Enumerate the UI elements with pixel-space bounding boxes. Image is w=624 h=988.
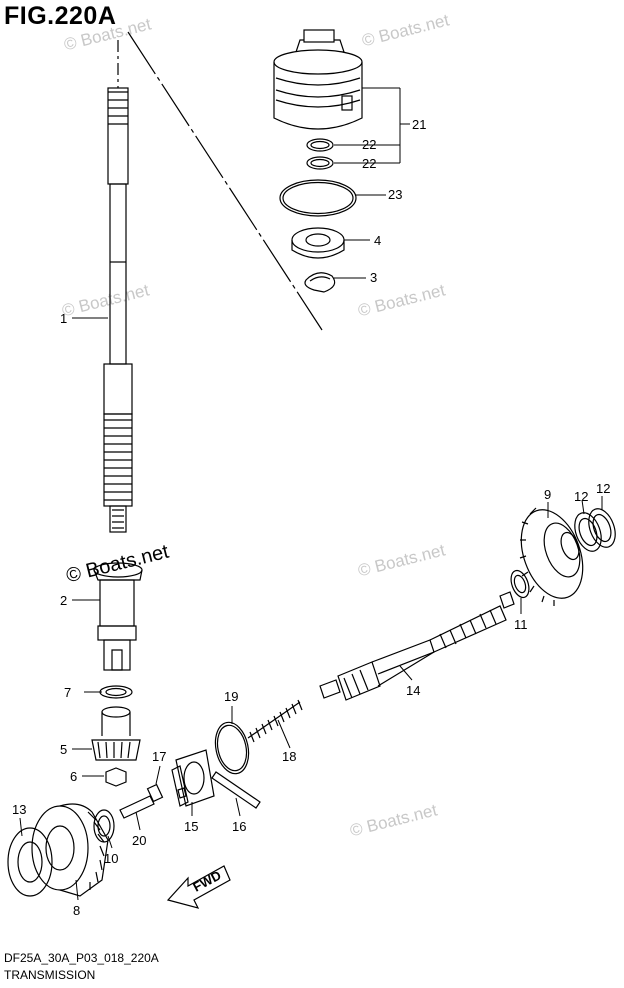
propeller-shaft-part-14	[319, 591, 515, 701]
shim-part-12-a	[574, 512, 602, 552]
sleeve-part-2	[93, 562, 143, 671]
washer-part-11	[510, 569, 530, 599]
figure-code: DF25A_30A_P03_018_220A	[4, 951, 159, 965]
callout-5: 5	[60, 742, 68, 757]
callout-23: 23	[388, 187, 403, 202]
spring-pin-part-17	[146, 783, 164, 803]
spring-part-18	[247, 701, 301, 739]
callout-22-b: 22	[362, 156, 377, 171]
callout-12-b: 12	[596, 481, 611, 496]
guide-line	[127, 31, 323, 331]
callout-19: 19	[224, 689, 239, 704]
bearing-part-4	[291, 227, 345, 259]
forward-gear-part-9	[519, 507, 584, 606]
callout-3: 3	[370, 270, 378, 285]
pump-case-part-21	[273, 29, 363, 130]
clutch-part-15	[171, 749, 215, 807]
ring-part-19	[214, 721, 250, 775]
nut-part-6	[105, 767, 127, 787]
shim-part-12-b	[588, 508, 616, 548]
callout-6: 6	[70, 769, 78, 784]
callout-11: 11	[514, 617, 528, 632]
o-ring-22-a	[306, 138, 334, 152]
reverse-gear-part-8	[31, 803, 109, 897]
pinion-gear-part-5	[91, 706, 141, 761]
circlip-part-3	[304, 272, 336, 293]
o-ring-23	[279, 179, 357, 217]
washer-part-10	[93, 809, 115, 843]
rod-part-16	[211, 771, 261, 809]
shim-part-7	[99, 685, 133, 699]
fwd-arrow: FWD	[166, 865, 231, 909]
callout-8: 8	[73, 903, 81, 918]
callout-18: 18	[282, 749, 297, 764]
figure-title: FIG.220A	[4, 2, 117, 30]
callout-10: 10	[104, 851, 119, 866]
o-ring-22-b	[306, 156, 334, 170]
figure-name: TRANSMISSION	[4, 968, 96, 982]
leader-lines	[19, 87, 603, 901]
callout-22-a: 22	[362, 137, 377, 152]
callout-13: 13	[12, 802, 27, 817]
callout-9: 9	[544, 487, 552, 502]
callout-2: 2	[60, 593, 68, 608]
callout-15: 15	[184, 819, 199, 834]
callout-21: 21	[412, 117, 427, 132]
callout-20: 20	[132, 833, 147, 848]
callout-4: 4	[374, 233, 382, 248]
pin-part-20	[119, 795, 155, 819]
callout-14: 14	[406, 683, 421, 698]
callout-7: 7	[64, 685, 72, 700]
callout-12-a: 12	[574, 489, 589, 504]
callout-17: 17	[152, 749, 167, 764]
callout-1: 1	[60, 311, 68, 326]
drive-shaft-part-1	[103, 87, 133, 533]
washer-part-13	[7, 827, 53, 897]
callout-16: 16	[232, 819, 247, 834]
